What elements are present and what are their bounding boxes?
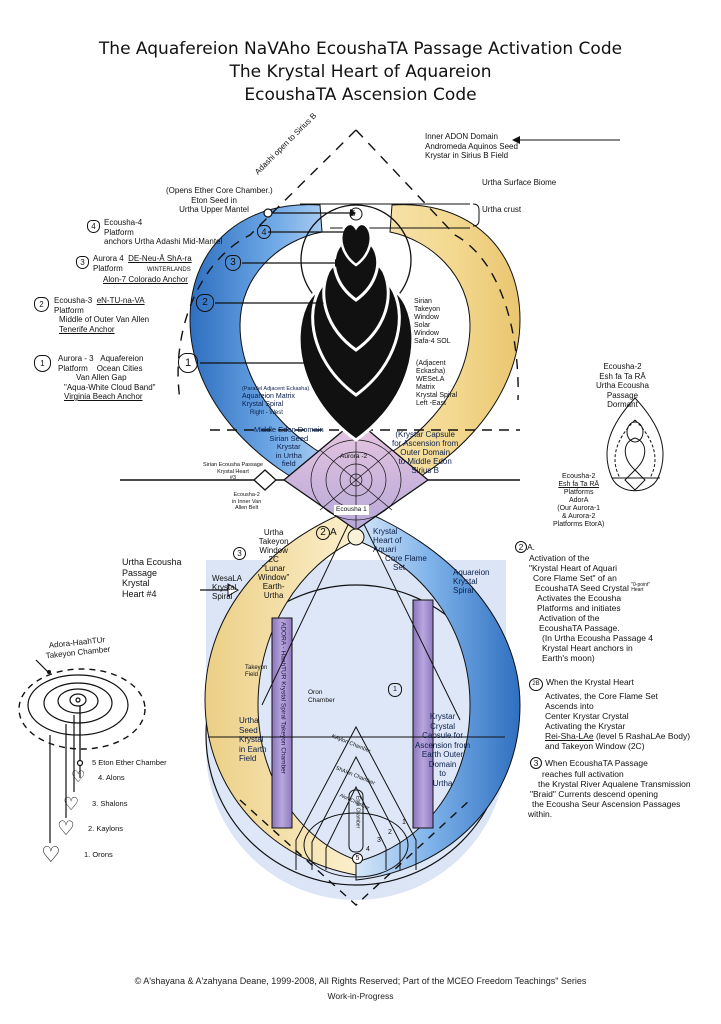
wesala-badge-3: 3 [233,547,246,560]
copyright-footer: © A'shayana & A'zahyana Deane, 1999-2008… [134,976,587,986]
work-in-progress-label: Work-in-Progress [327,991,394,1001]
platform-4-badge: 4 [87,220,100,233]
nest-number-1: 1 [402,819,406,826]
eton-chamber-label: Eton Chamber [354,796,361,829]
heart-marker-4: 4 [257,225,271,239]
platform-2-label: 2 Ecousha-3 eN-TU-na-VA Platform Middle … [34,296,149,334]
heart-icon-alons: ♡ [71,769,86,786]
step-2b-badge: 2B [529,678,543,691]
adora-legend-item-2: 2. Kaylons [88,824,124,833]
adora-column-label: ADORA - HaahTUR Krystal Spiral Takeyon C… [279,622,287,774]
aquareion-spiral-lower [355,507,521,881]
title-line-2: The Krystal Heart of Aquareion [229,62,492,82]
adashi-dashed-boundary [177,129,357,401]
title-line-1: The Aquafereion NaVAho EcoushaTA Passage… [98,39,623,59]
platform-1-badge: 1 [34,355,51,372]
urtha-surface-biome-label: Urtha Surface Biome [482,178,557,187]
platform-1-label: 1 Aurora - 3 Aquafereion Platform Ocean … [34,354,156,402]
ecousha1-label: Ecousha 1 [334,505,369,515]
nest-number-4: 4 [366,846,370,853]
platform-3-label: 3 Aurora 4 DE-Neu-Ā ShA-ra Platform WINT… [76,254,192,285]
nest-number-2: 2 [388,829,392,836]
adora-legend-item-3: 3. Shalons [92,799,128,808]
step-3-badge: 3 [530,757,542,769]
aquareion-spiral-upper [189,204,357,509]
adora-legend-item-4: 4. Alons [98,773,125,782]
sirian-passage-diamond [253,469,277,491]
nested-chambers [295,725,417,878]
adora-legend-item-5: 5 Eton Ether Chamber [92,758,167,767]
adora-legend-item-1: 1. Orons [84,850,113,859]
rei-sha-lae-link: Rei-Sha-LAe [545,731,594,741]
krystal-heart-seeds-stack [297,222,415,442]
oron-badge-1: 1 [388,683,402,697]
heart-marker-5: 5 [351,209,356,218]
title-line-3: EcoushaTA Ascension Code [244,85,477,105]
platform-2-badge: 2 [34,297,49,312]
heart-icon-orons: ♡ [41,842,61,867]
heart-marker-3: 3 [225,255,241,271]
platform-3-badge: 3 [76,256,89,269]
aurora2-label: Aurora -2 [340,453,368,460]
heart-icon-kaylons: ♡ [57,818,75,840]
nest-number-3: 3 [377,837,381,844]
heart-marker-2: 2 [196,294,214,312]
adora-takeyon-column [271,617,293,829]
aquareion-matrix-label: (Parallel Adjacent Eckasha)Aquareion Mat… [242,386,310,416]
nest-number-5: 5 [352,853,363,864]
heart-icon-shalons: ♡ [63,794,80,814]
adora-chamber-legend-graphic [18,659,146,843]
krystal-heart-seed [347,528,365,546]
heart-marker-1: 1 [178,353,198,373]
wesela-spiral-upper [355,204,521,509]
zero-point-heart-note: "0-point"Heart [631,582,651,593]
ecousha2-dormant-symbol [606,397,664,492]
step-2a-badge: 2 [515,541,527,553]
urtha-crust-label: Urtha crust [482,205,522,214]
lower-dashed-boundary [239,799,471,906]
